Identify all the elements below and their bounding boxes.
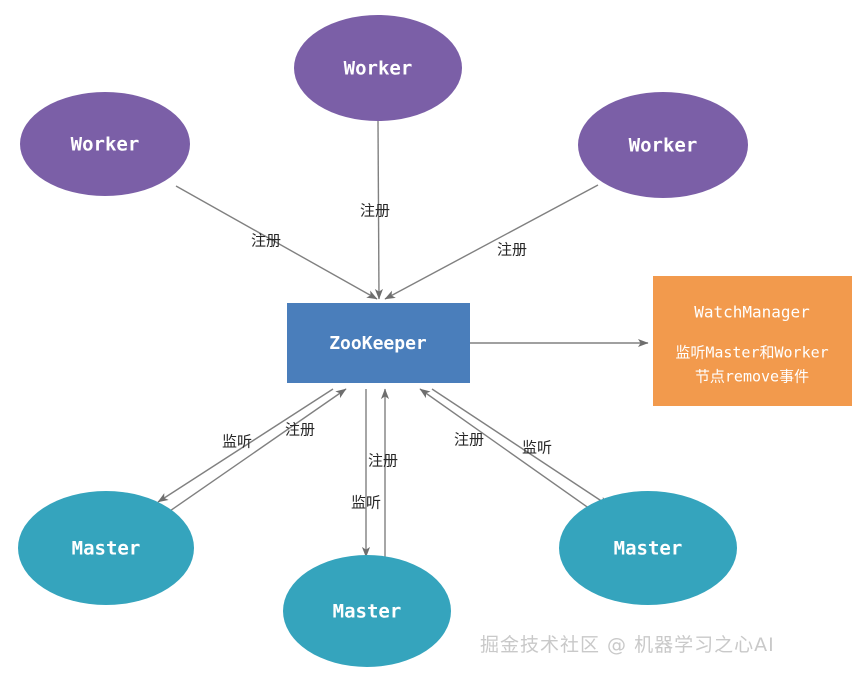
edge-label-master-bottom-register: 注册: [368, 452, 398, 470]
node-master-left[interactable]: Master: [18, 491, 194, 605]
node-master-right[interactable]: Master: [559, 491, 737, 605]
node-zookeeper[interactable]: ZooKeeper: [287, 303, 470, 383]
edge-worker-left-register: 注册: [175, 185, 378, 300]
edge-zk-master-right-watch: 监听: [431, 388, 610, 507]
node-master-left-label: Master: [72, 538, 141, 560]
edge-label-worker-right-register: 注册: [497, 241, 527, 259]
edges-layer: 注册 注册 注册 监听 注册: [157, 120, 649, 565]
edge-zk-master-left-watch: 监听: [157, 388, 334, 503]
edge-master-left-register: 注册: [166, 388, 347, 514]
node-worker-right-label: Worker: [629, 135, 698, 157]
node-master-bottom[interactable]: Master: [283, 555, 451, 667]
edge-label-worker-left-register: 注册: [251, 232, 281, 250]
edge-master-bottom-register: 注册: [368, 388, 398, 565]
edge-label-worker-top-register: 注册: [360, 202, 390, 220]
node-master-bottom-label: Master: [333, 601, 402, 623]
edge-label-zk-master-bottom-watch: 监听: [351, 494, 381, 512]
node-worker-top-label: Worker: [344, 58, 413, 80]
node-worker-left-label: Worker: [71, 134, 140, 156]
edge-master-right-register: 注册: [419, 388, 601, 517]
node-worker-left[interactable]: Worker: [20, 92, 190, 196]
edge-label-zk-master-right-watch: 监听: [522, 439, 552, 457]
nodes-layer: Worker Worker Worker ZooKeeper WatchMana…: [18, 15, 852, 667]
edge-label-master-left-register: 注册: [285, 421, 315, 439]
node-watchmanager[interactable]: WatchManager 监听Master和Worker 节点remove事件: [653, 276, 852, 406]
watermark: 掘金技术社区 @ 机器学习之心AI: [480, 634, 775, 656]
node-zookeeper-label: ZooKeeper: [329, 333, 427, 354]
edge-worker-right-register: 注册: [384, 184, 599, 300]
edge-label-zk-master-left-watch: 监听: [222, 433, 252, 451]
watchmanager-line1: 监听Master和Worker: [675, 344, 828, 362]
node-master-right-label: Master: [614, 538, 683, 560]
edge-zk-master-bottom-watch: 监听: [351, 389, 381, 558]
edge-worker-top-register: 注册: [360, 120, 390, 300]
edge-label-master-right-register: 注册: [454, 431, 484, 449]
node-worker-top[interactable]: Worker: [294, 15, 462, 121]
watchmanager-title: WatchManager: [694, 303, 810, 322]
watchmanager-line2: 节点remove事件: [695, 368, 809, 386]
node-worker-right[interactable]: Worker: [578, 92, 748, 198]
